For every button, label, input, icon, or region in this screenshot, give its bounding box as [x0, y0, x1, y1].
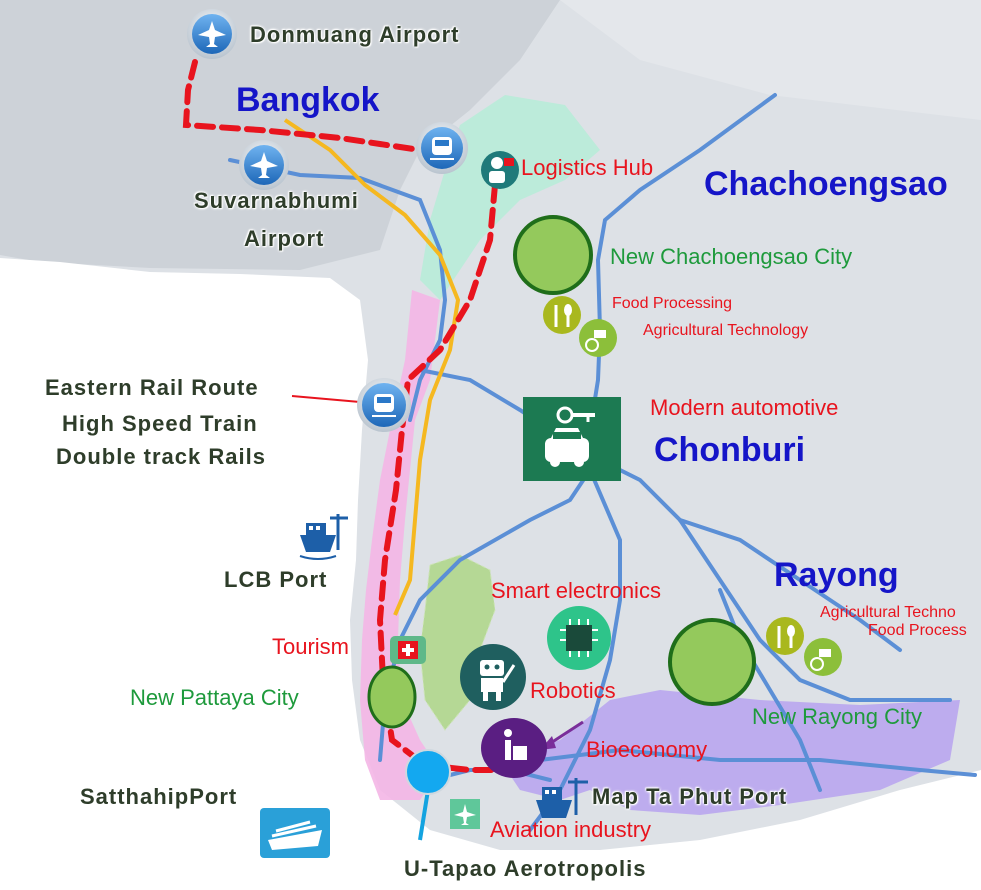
satthahip-port-label: SatthahipPort: [80, 784, 238, 809]
new-chachoengsao-city-label: New Chachoengsao City: [610, 244, 853, 269]
northern-land: [560, 0, 981, 120]
rail-pointer: [291, 395, 361, 403]
robotics-label: Robotics: [530, 678, 616, 703]
car-key-icon: [523, 397, 621, 481]
suvarnabhumi-airplane-icon: [239, 140, 289, 190]
new-rayong-city-label: New Rayong City: [752, 704, 922, 729]
chonburi-label: Chonburi: [654, 431, 806, 469]
modern-automotive-label: Modern automotive: [650, 395, 839, 420]
cruise-ship-icon: [260, 808, 330, 858]
donmuang-airport-label: Donmuang Airport: [250, 22, 460, 47]
logistics-worker-icon: [481, 151, 519, 189]
rayong-tractor-icon: [804, 638, 842, 676]
new-rayong-city-marker: [668, 618, 756, 706]
lcb-ship-crane-icon: [299, 514, 348, 560]
rayong-food-processing-label: Food Process: [868, 622, 967, 639]
fork-spoon-icon: [543, 296, 581, 334]
utapao-label: U-Tapao Aerotropolis: [404, 856, 647, 881]
bangkok-label: Bangkok: [236, 81, 380, 119]
eastern-rail-train-icon: [357, 378, 411, 432]
new-chachoengsao-city-marker: [513, 215, 593, 295]
rail-route-label: Eastern Rail Route: [45, 375, 259, 400]
smart-electronics-label: Smart electronics: [491, 578, 661, 603]
rayong-agri-tech-label: Agricultural Techno: [820, 604, 956, 621]
gulf-water: [0, 258, 981, 890]
bangkok-train-icon: [416, 122, 468, 174]
high-speed-train-label: High Speed Train: [62, 411, 258, 436]
aviation-industry-label: Aviation industry: [490, 817, 652, 842]
robot-icon: [460, 644, 526, 710]
new-pattaya-city-marker: [367, 665, 417, 729]
suvarnabhumi-label: Suvarnabhumi: [194, 188, 359, 213]
map-ta-phut-ship-crane-icon: [536, 778, 588, 818]
donmuang-airplane-icon: [187, 9, 237, 59]
chip-icon: [547, 606, 611, 670]
chachoengsao-label: Chachoengsao: [704, 165, 948, 203]
medical-kit-icon: [390, 636, 426, 664]
new-pattaya-city-label: New Pattaya City: [130, 685, 299, 710]
bioeconomy-label: Bioeconomy: [586, 737, 708, 762]
rayong-label: Rayong: [774, 556, 899, 594]
utapao-marker: [405, 749, 451, 795]
industrial-zone: [500, 690, 960, 815]
logistics-hub-label: Logistics Hub: [521, 155, 654, 180]
agri-tech-label: Agricultural Technology: [643, 322, 809, 339]
map-ta-phut-port-label: Map Ta Phut Port: [592, 784, 788, 809]
double-track-label: Double track Rails: [56, 444, 266, 469]
lcb-port-label: LCB Port: [224, 567, 328, 592]
tractor-icon: [579, 319, 617, 357]
aviation-icon: [450, 799, 480, 829]
food-processing-label: Food Processing: [612, 295, 733, 312]
tourism-label: Tourism: [272, 634, 350, 659]
airport-label: Airport: [244, 226, 325, 251]
utapao-pointer: [418, 789, 430, 841]
rayong-fork-spoon-icon: [766, 617, 804, 655]
factory-icon: [481, 718, 547, 778]
